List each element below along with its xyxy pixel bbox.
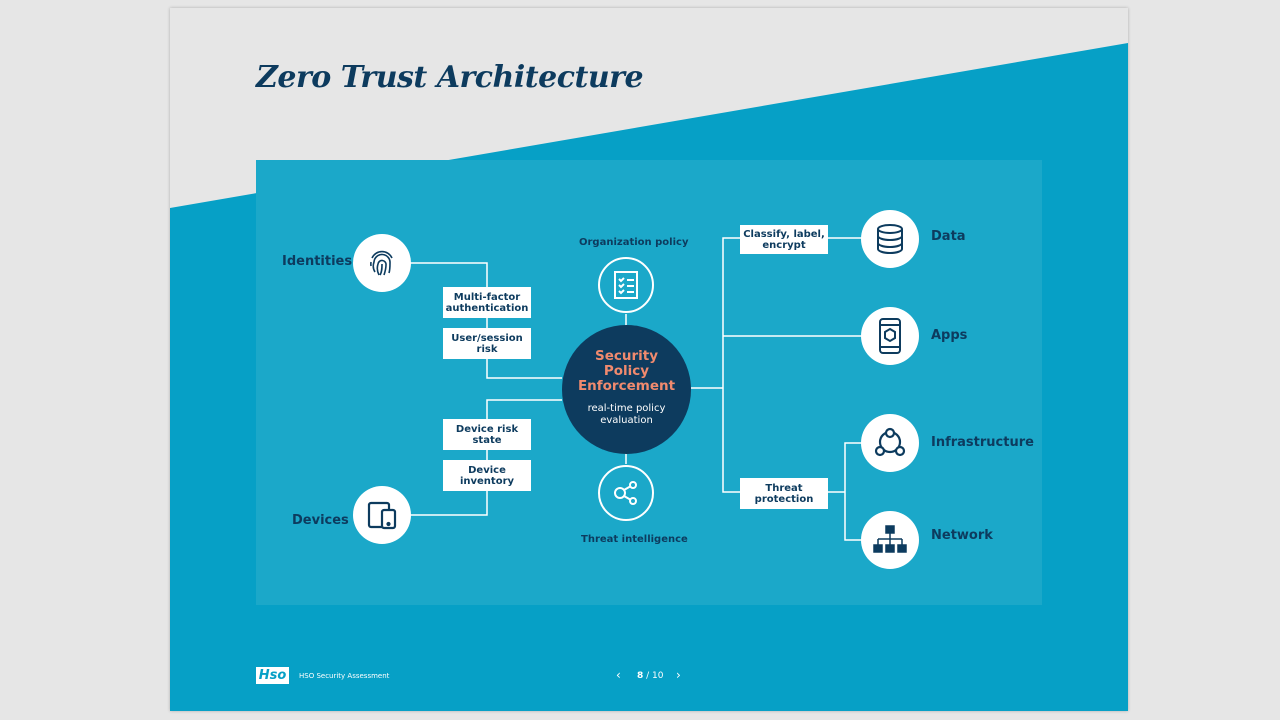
apps-node	[861, 307, 919, 365]
infrastructure-icon	[874, 427, 906, 457]
devices-node	[353, 486, 411, 544]
identities-label: Identities	[282, 254, 353, 269]
identities-node	[353, 234, 411, 292]
apps-label: Apps	[931, 328, 968, 343]
network-label: Network	[931, 528, 993, 543]
infrastructure-node	[861, 414, 919, 472]
threat-intelligence-node	[598, 465, 654, 521]
next-page-button[interactable]: ›	[676, 668, 681, 682]
infrastructure-label: Infrastructure	[931, 435, 1034, 450]
page-indicator: 8 / 10	[637, 671, 664, 681]
org-policy-label: Organization policy	[579, 237, 689, 248]
network-node	[861, 511, 919, 569]
classify-box: Classify, label,encrypt	[740, 225, 828, 254]
threat-intelligence-label: Threat intelligence	[581, 534, 688, 545]
share-icon	[614, 481, 637, 505]
prev-page-button[interactable]: ‹	[616, 668, 621, 682]
page-title: Zero Trust Architecture	[256, 60, 644, 95]
hso-logo: Hso	[256, 667, 289, 684]
org-policy-node	[598, 257, 654, 313]
devices-icon	[367, 501, 397, 530]
network-icon	[873, 525, 907, 553]
footer-caption: HSO Security Assessment	[299, 672, 390, 680]
devices-label: Devices	[292, 513, 349, 528]
database-icon	[877, 224, 903, 255]
checklist-icon	[614, 271, 638, 299]
mobile-app-icon	[879, 318, 901, 354]
fingerprint-icon	[370, 250, 393, 276]
data-node	[861, 210, 919, 268]
data-label: Data	[931, 229, 966, 244]
